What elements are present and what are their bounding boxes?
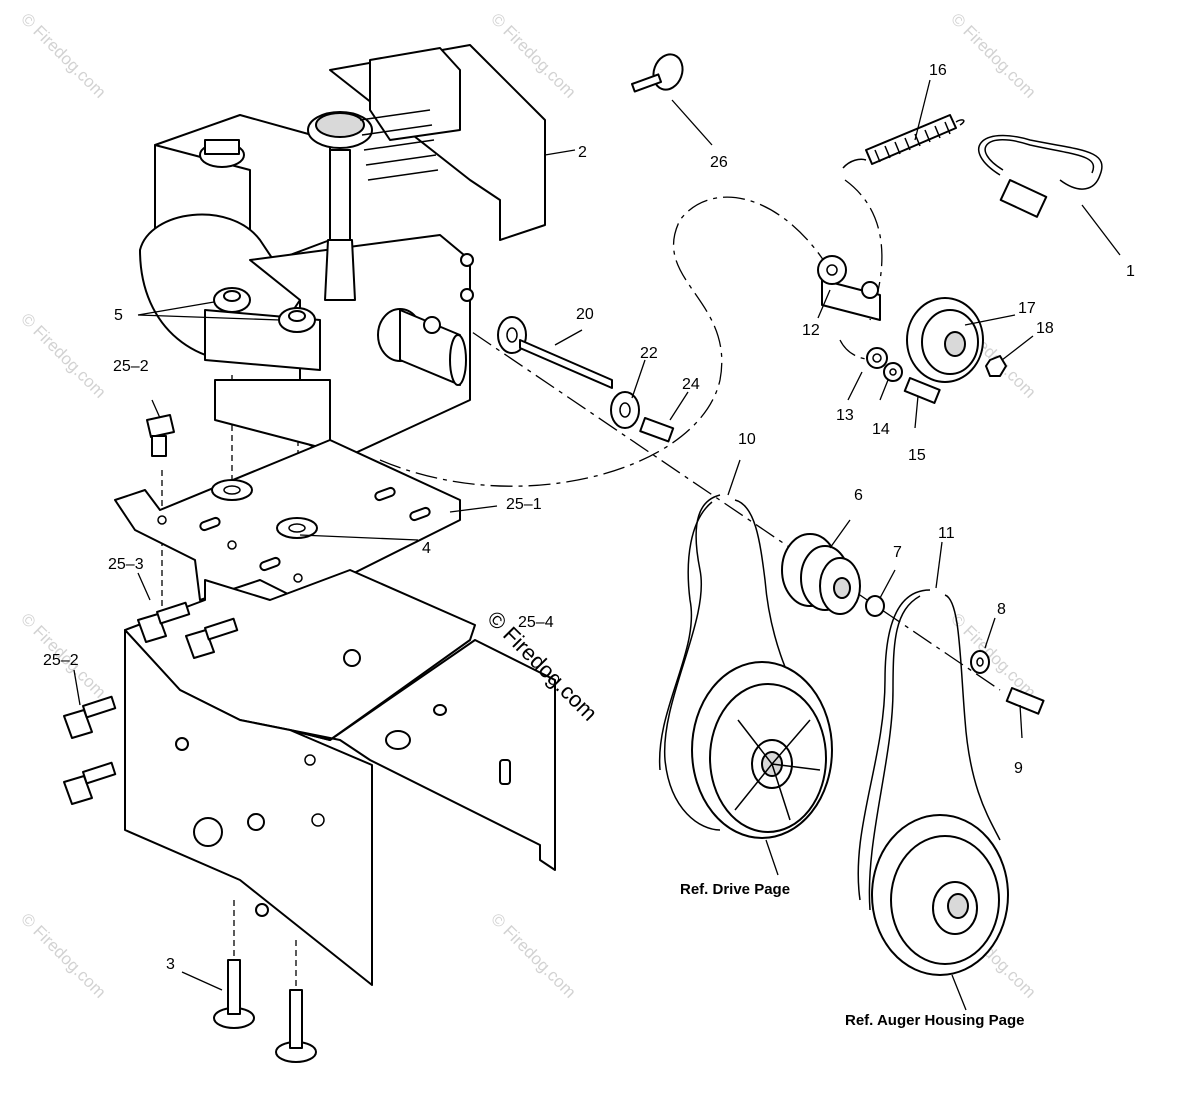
callout-25-4: 25–4 [518,614,554,631]
bolts [63,414,317,1063]
callout-17: 17 [1018,300,1036,317]
idler-assembly [817,255,1007,404]
callout-14: 14 [872,421,890,438]
ref-auger-housing-page: Ref. Auger Housing Page [845,1012,1024,1029]
callout-9: 9 [1014,760,1023,777]
callout-16: 16 [929,62,947,79]
callout-12: 12 [802,322,820,339]
callout-24: 24 [682,376,700,393]
callout-25-2-bottom: 25–2 [43,652,79,669]
ref-drive-page: Ref. Drive Page [680,881,790,898]
callout-labels: 2 1 3 4 5 6 7 8 9 10 11 12 13 14 15 16 1… [43,62,1135,973]
callout-4: 4 [422,540,431,557]
callout-11: 11 [938,525,955,542]
callout-7: 7 [893,544,902,561]
callout-25-1: 25–1 [506,496,542,513]
spring [842,114,965,169]
pulley-bolt [970,650,1045,715]
callout-5: 5 [114,307,123,324]
callout-22: 22 [640,345,658,362]
engine-pulley [781,533,885,617]
lock-washers [211,479,318,539]
watermark-text: © Firedog.com [17,909,109,1001]
auger-belt-and-pulley [857,589,1009,976]
callout-2: 2 [578,144,587,161]
callout-3: 3 [166,956,175,973]
engine-assembly [139,44,546,461]
callout-25-3: 25–3 [108,556,144,573]
power-cord [978,134,1103,218]
frame-housing [124,569,556,986]
ignition-key [631,53,684,93]
callout-8: 8 [997,601,1006,618]
reference-labels: Ref. Drive Page Ref. Auger Housing Page [680,881,1024,1029]
watermark-text: © Firedog.com [17,309,109,401]
callout-25-2-top: 25–2 [113,358,149,375]
callout-6: 6 [854,487,863,504]
shaft-hardware [497,316,675,443]
callout-10: 10 [738,431,756,448]
callout-26: 26 [710,154,728,171]
drive-belt-and-pulley [658,494,833,839]
callout-13: 13 [836,407,854,424]
watermark-text: © Firedog.com [487,909,579,1001]
callout-leaders [73,79,1121,1011]
watermark-text: © Firedog.com [947,9,1039,101]
watermark-text: © Firedog.com [17,9,109,101]
callout-18: 18 [1036,320,1054,337]
callout-20: 20 [576,306,594,323]
callout-1: 1 [1126,263,1135,280]
callout-15: 15 [908,447,926,464]
